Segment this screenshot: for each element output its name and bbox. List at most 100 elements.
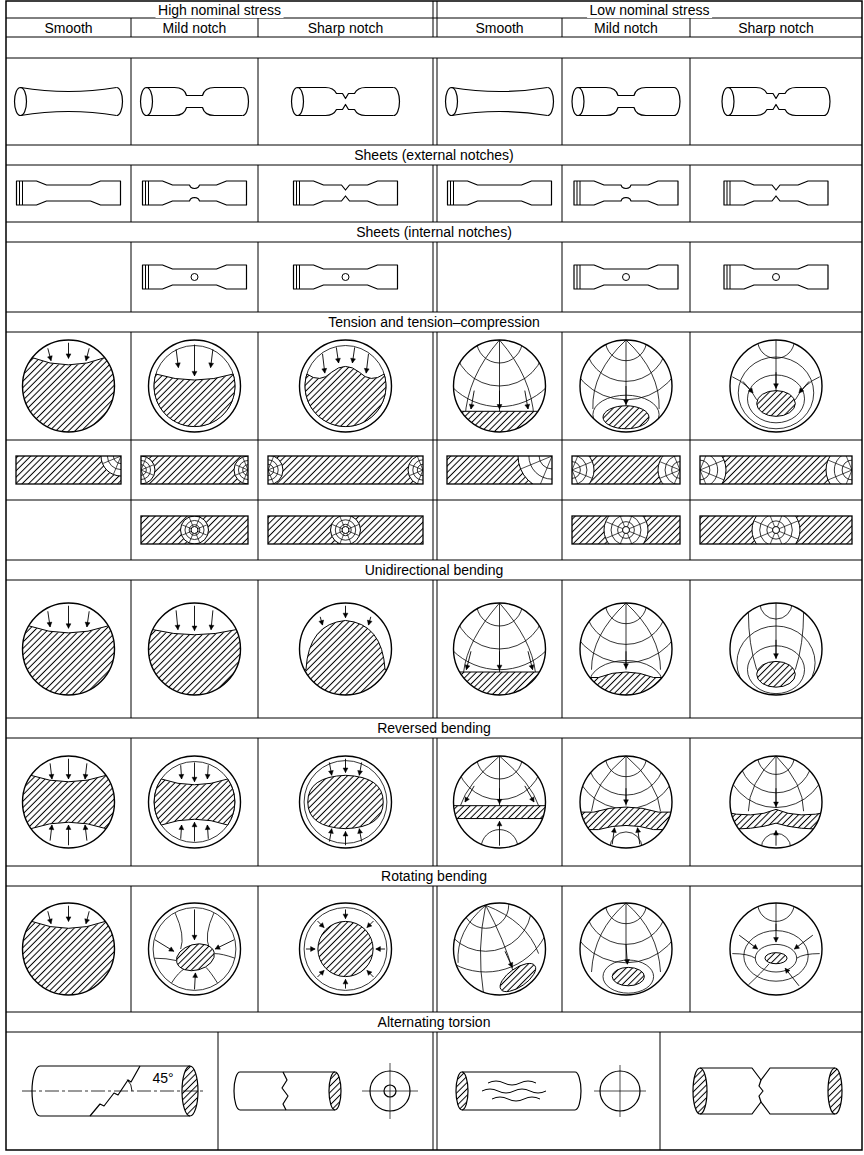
crack bbox=[488, 1081, 536, 1085]
hatching bbox=[23, 340, 115, 432]
beach-mark bbox=[665, 456, 680, 484]
table-rule bbox=[6, 222, 862, 223]
section-outline bbox=[141, 516, 248, 544]
section-outline bbox=[700, 456, 852, 484]
ray bbox=[268, 464, 282, 470]
fatigue-zone bbox=[331, 516, 361, 544]
final-fracture bbox=[454, 340, 546, 432]
arrow-head bbox=[175, 363, 180, 368]
face-ground bbox=[580, 340, 672, 432]
grip-line bbox=[451, 181, 454, 205]
column-rule bbox=[258, 58, 259, 145]
arrow-head bbox=[85, 622, 90, 627]
arrow-head bbox=[83, 825, 88, 830]
arrow-head bbox=[192, 626, 197, 631]
section-outline bbox=[572, 516, 680, 544]
arrow-head bbox=[336, 358, 341, 363]
end-view-core bbox=[384, 1085, 396, 1097]
fatigue-zone bbox=[234, 456, 248, 484]
face-outline bbox=[454, 903, 546, 995]
face-ground bbox=[730, 756, 822, 848]
section-end bbox=[828, 1068, 842, 1114]
beach-mark bbox=[172, 968, 186, 983]
fracture-boundary bbox=[757, 661, 796, 687]
column-rule bbox=[131, 242, 132, 312]
arrow-head bbox=[66, 354, 71, 359]
final-fracture bbox=[454, 903, 546, 995]
face-ground bbox=[149, 903, 241, 995]
arrow-head bbox=[48, 356, 53, 361]
section-outline bbox=[16, 456, 121, 484]
fatigue-zone bbox=[658, 456, 680, 484]
arrow-head bbox=[785, 968, 790, 973]
bar-outline bbox=[147, 108, 243, 116]
column-heading: Mild notch bbox=[160, 20, 230, 36]
crack-growth-arrow bbox=[525, 786, 534, 802]
hatching bbox=[300, 340, 392, 432]
sheet-specimen bbox=[143, 181, 247, 205]
ray bbox=[141, 465, 154, 470]
section-heading: Rotating bending bbox=[378, 868, 490, 884]
column-rule bbox=[433, 500, 434, 560]
ground bbox=[580, 903, 672, 995]
ray bbox=[243, 457, 248, 470]
column-heading: Mild notch bbox=[591, 20, 661, 36]
final-fracture bbox=[580, 603, 672, 695]
ground bbox=[580, 603, 672, 695]
beach-mark bbox=[500, 340, 535, 418]
beach-mark bbox=[748, 756, 776, 811]
arrow-head bbox=[748, 388, 753, 393]
arrow-head bbox=[311, 947, 316, 952]
fatigue-zone bbox=[700, 456, 726, 484]
fracture-face bbox=[13, 756, 123, 848]
column-rule bbox=[437, 580, 438, 718]
final-fracture bbox=[730, 340, 822, 432]
beach-mark bbox=[626, 340, 627, 406]
table-rule bbox=[6, 332, 862, 333]
flat-section bbox=[141, 456, 248, 484]
face-outline bbox=[730, 903, 822, 995]
column-rule bbox=[690, 58, 691, 145]
column-rule bbox=[437, 738, 438, 866]
fatigue-zone bbox=[752, 516, 800, 544]
final-fracture bbox=[300, 756, 392, 848]
beach-mark bbox=[500, 603, 536, 672]
crack bbox=[492, 1097, 540, 1101]
fracture-boundary bbox=[612, 967, 644, 985]
hatching bbox=[149, 340, 241, 432]
fracture-boundary bbox=[444, 411, 554, 441]
fracture-face bbox=[139, 603, 249, 704]
section-end bbox=[693, 1068, 707, 1114]
crack bbox=[759, 1080, 763, 1102]
beach-mark bbox=[776, 756, 804, 811]
final-fracture bbox=[23, 756, 115, 848]
crack-growth-arrow bbox=[367, 921, 374, 928]
section-heading: Sheets (external notches) bbox=[351, 147, 517, 163]
beach-mark bbox=[700, 456, 718, 484]
ray bbox=[521, 456, 552, 469]
column-rule bbox=[437, 440, 438, 500]
grip-line bbox=[20, 181, 23, 205]
beach-mark bbox=[795, 612, 803, 670]
arrow-head bbox=[319, 970, 324, 975]
ground bbox=[580, 340, 672, 432]
beach-mark bbox=[776, 603, 777, 659]
column-rule bbox=[562, 242, 563, 312]
hatching bbox=[149, 903, 241, 995]
arrow-head bbox=[192, 777, 197, 782]
fracture-boundary bbox=[13, 357, 123, 441]
beach-mark bbox=[842, 460, 852, 480]
arrow-head bbox=[193, 973, 198, 978]
table-rule bbox=[6, 165, 862, 166]
arrow-head bbox=[85, 919, 90, 924]
face-ground bbox=[23, 756, 115, 848]
arrow-head bbox=[465, 797, 469, 802]
face-ground bbox=[300, 756, 392, 848]
ray bbox=[700, 460, 724, 470]
hatching bbox=[730, 903, 822, 995]
ray bbox=[268, 470, 274, 484]
arrow-head bbox=[209, 363, 214, 368]
sheet-specimen bbox=[294, 265, 398, 289]
ground bbox=[141, 516, 248, 544]
bar-end bbox=[292, 88, 304, 116]
